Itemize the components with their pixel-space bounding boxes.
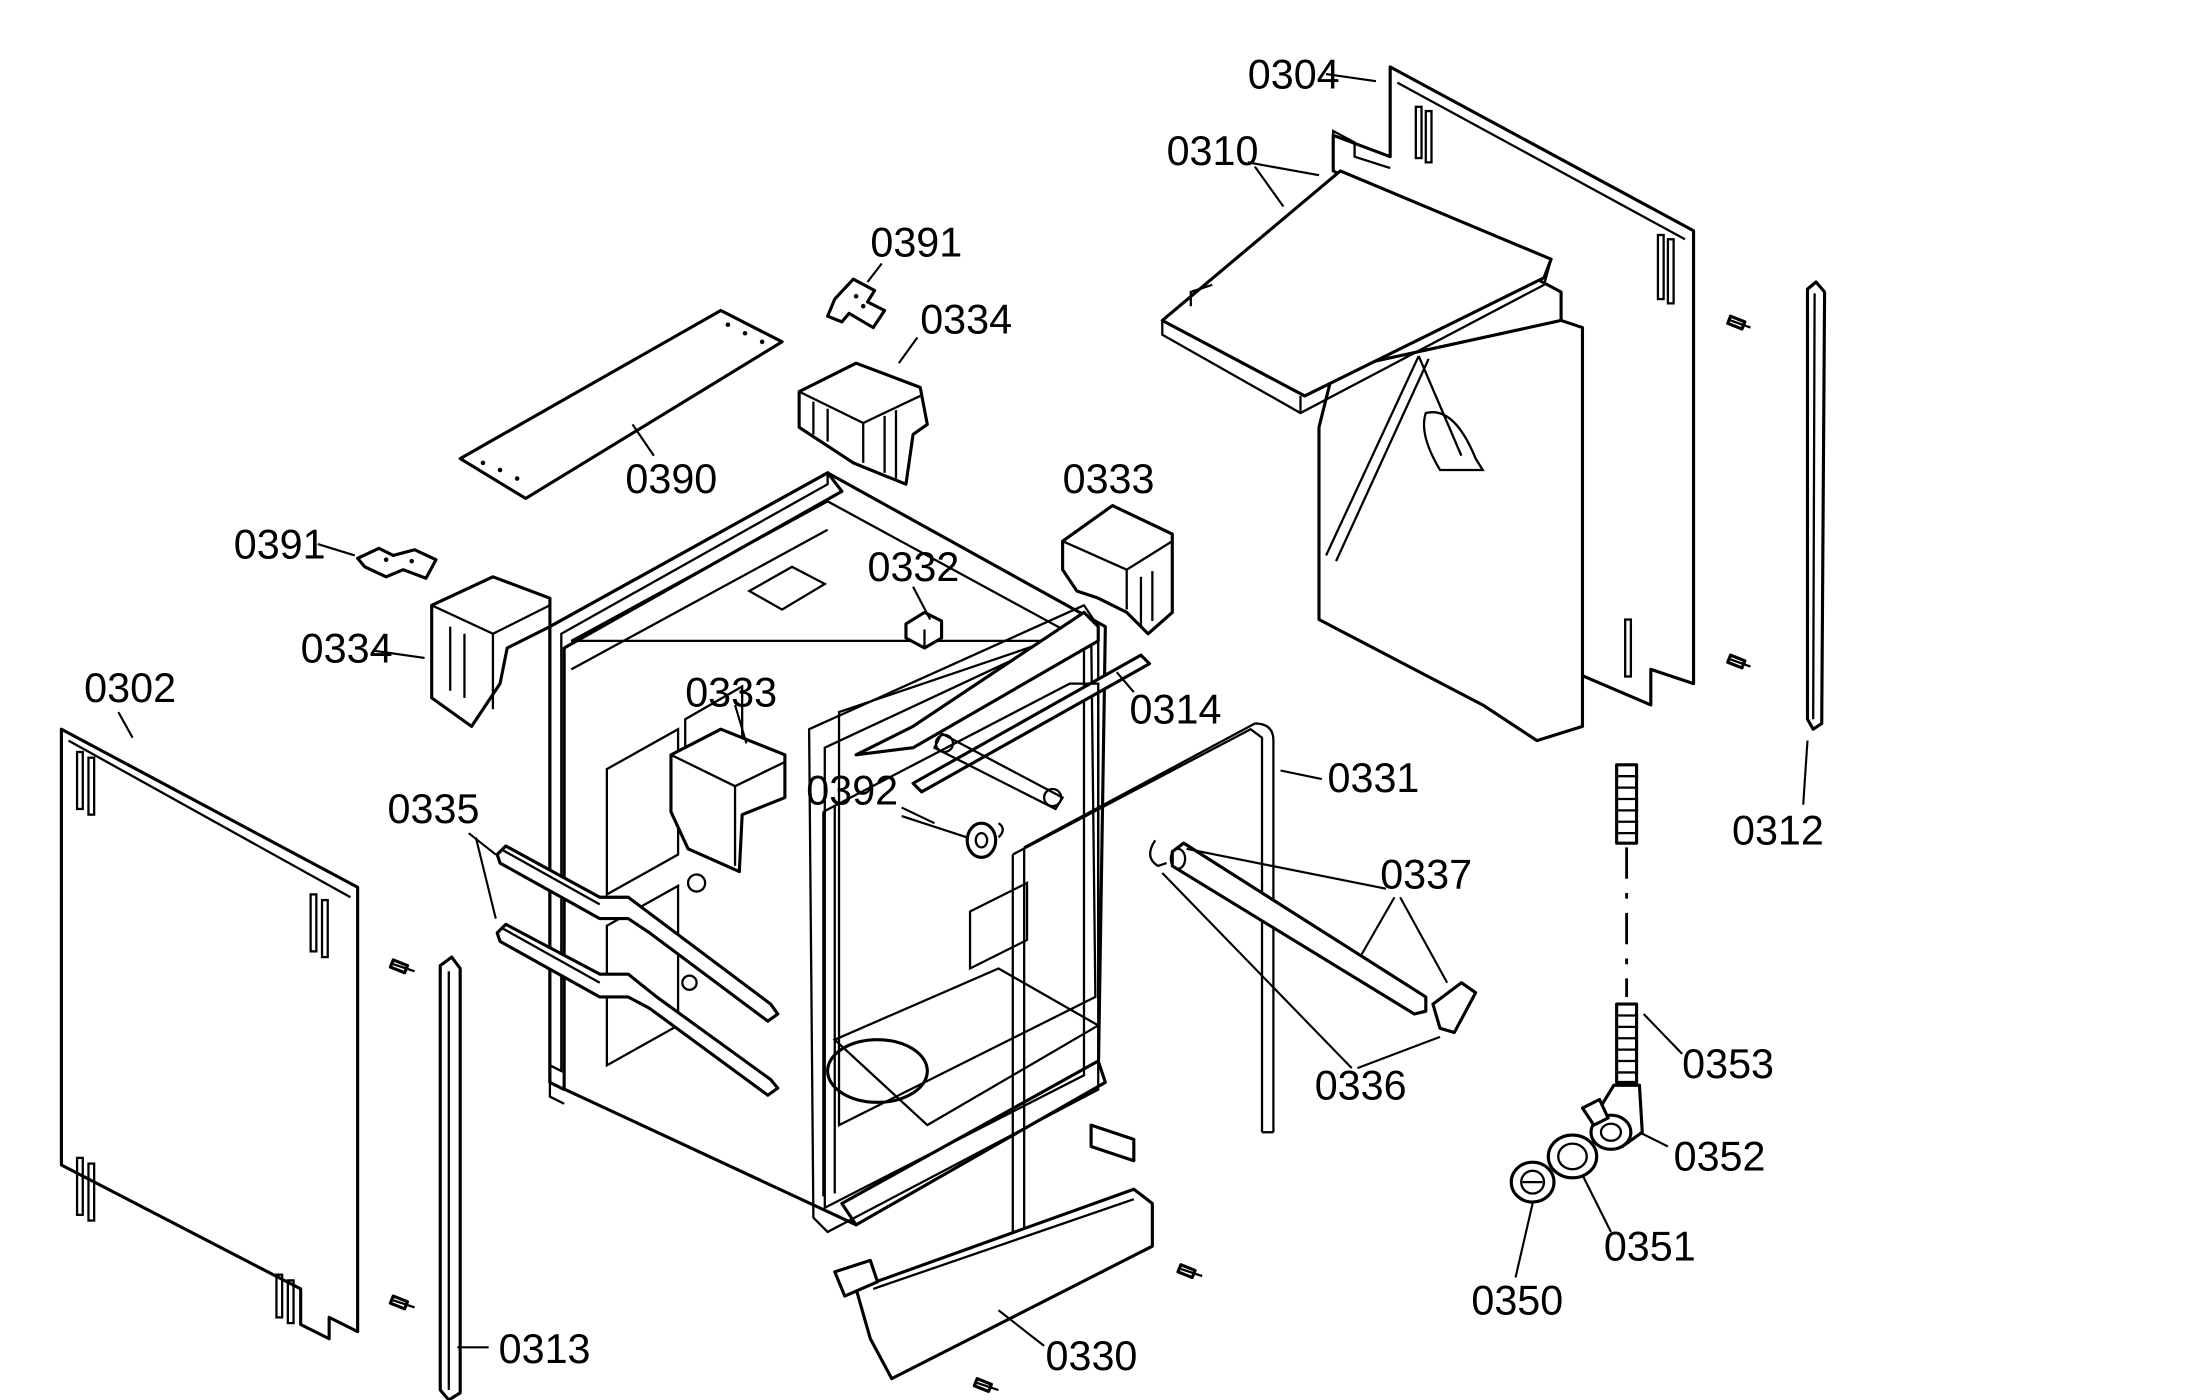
part-0352-elbow — [1580, 1083, 1644, 1151]
label-0304: 0304 — [1248, 51, 1340, 97]
part-0337-bar — [1149, 839, 1478, 1035]
part-0335-rail-upper — [495, 844, 780, 1023]
part-0351-ring — [1546, 1133, 1599, 1180]
part-0333-bracket-right — [1061, 504, 1174, 636]
part-0391-bracket-left — [356, 546, 438, 580]
screw-icon — [388, 958, 415, 975]
leader-lines — [117, 73, 1809, 1349]
label-0330: 0330 — [1046, 1333, 1138, 1379]
screw-icon — [1726, 314, 1751, 331]
part-0333-bracket-inner — [669, 727, 787, 991]
part-0353-hose — [1615, 763, 1639, 1084]
part-tub-front-frame — [548, 470, 1100, 1234]
label-0334-left: 0334 — [301, 625, 393, 671]
label-0353: 0353 — [1682, 1041, 1774, 1087]
label-0350: 0350 — [1471, 1278, 1563, 1324]
label-0331: 0331 — [1328, 755, 1420, 801]
part-0391-bracket-top — [826, 277, 887, 330]
part-0334-hinge-block-top — [797, 361, 929, 486]
label-0312: 0312 — [1732, 808, 1824, 854]
label-0335: 0335 — [388, 786, 480, 832]
part-0310-top-shelf — [1160, 129, 1553, 415]
screw-icon — [1176, 1263, 1203, 1280]
label-0392: 0392 — [806, 768, 898, 814]
part-0313-trim-strip — [438, 955, 462, 1400]
label-0352: 0352 — [1674, 1134, 1766, 1180]
label-0332: 0332 — [868, 544, 960, 590]
part-0302-side-panel — [59, 727, 360, 1341]
screw-icon — [1726, 653, 1751, 670]
label-0333-inner: 0333 — [685, 669, 777, 715]
part-0350-cap — [1509, 1160, 1556, 1204]
part-0334-hinge-block-left — [430, 575, 552, 728]
label-0313: 0313 — [499, 1326, 591, 1372]
label-0333-right: 0333 — [1063, 456, 1155, 502]
part-labels: 0304 0310 0391 0334 0390 0333 0391 0332 … — [84, 51, 1824, 1379]
part-0330-kick-plate — [833, 1123, 1154, 1381]
part-0310-base-panel — [1317, 318, 1633, 743]
part-0312-trim-strip — [1805, 280, 1827, 731]
part-0331-door-gasket — [822, 682, 1275, 1273]
part-0332-hook — [904, 610, 944, 650]
part-0314-rail — [854, 610, 1152, 794]
label-0334-top: 0334 — [920, 296, 1012, 342]
part-0335-rail-lower — [495, 922, 780, 1097]
label-0391-left: 0391 — [234, 521, 326, 567]
label-0337: 0337 — [1380, 852, 1472, 898]
label-0390: 0390 — [625, 456, 717, 502]
screw-icon — [388, 1294, 415, 1311]
screw-icon — [972, 1377, 999, 1394]
label-0314: 0314 — [1130, 686, 1222, 732]
label-0310: 0310 — [1167, 128, 1259, 174]
label-0336: 0336 — [1315, 1062, 1407, 1108]
part-0390-strip-plate — [458, 308, 784, 501]
label-0391-top: 0391 — [870, 219, 962, 265]
label-0302: 0302 — [84, 665, 176, 711]
label-0351: 0351 — [1604, 1223, 1696, 1269]
